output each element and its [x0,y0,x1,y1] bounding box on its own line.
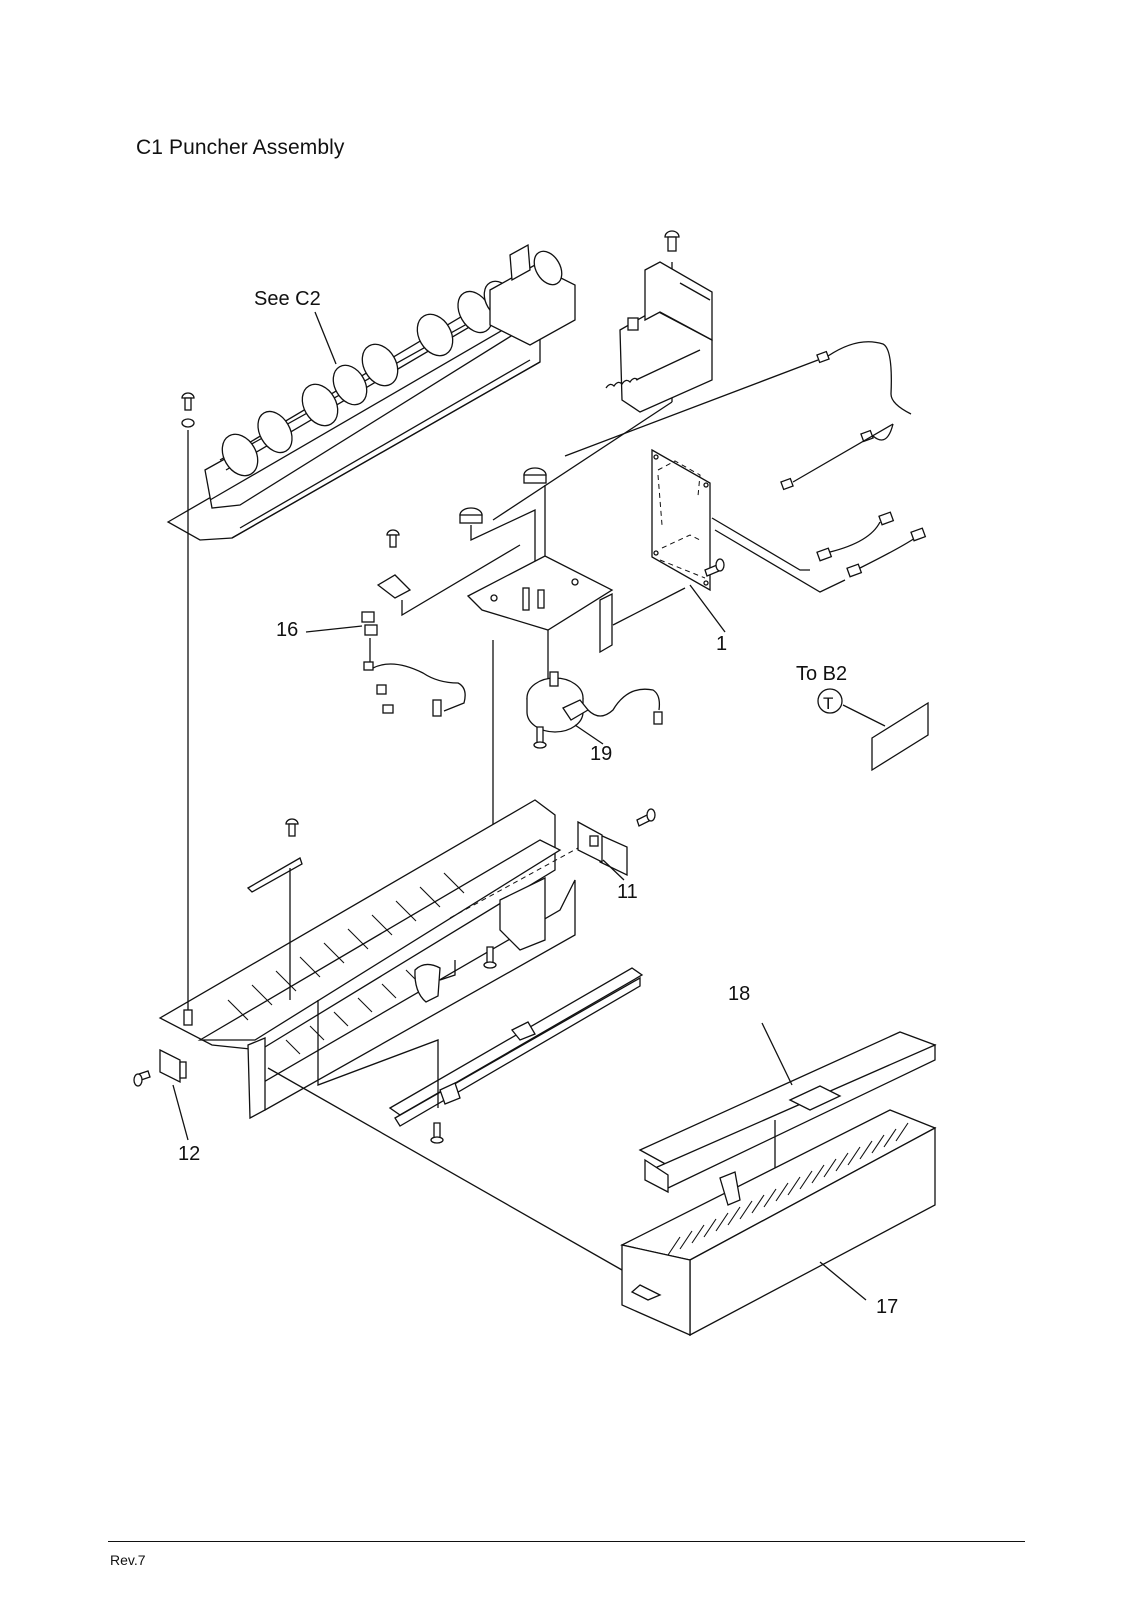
screw [181,392,195,428]
cam [414,963,441,1003]
motor [526,671,663,749]
reference-symbol-circle [817,688,843,714]
footer-rule [108,1541,1025,1542]
punch-unit [492,230,713,521]
page-title: C1 Puncher Assembly [136,136,345,159]
control-board [651,448,725,592]
gear-bracket [459,467,614,840]
callout-12: 11 [617,881,638,903]
callout-18: 18 [728,983,750,1005]
cover [638,1031,937,1230]
callout-1: 1 [716,633,727,655]
sensor-bracket [361,529,521,717]
main-frame [158,520,576,1120]
sensor-board [449,808,656,919]
callout-19: 19 [590,743,612,765]
footer-revision: Rev.7 [110,1552,146,1568]
roller-assembly [166,243,576,541]
slide-rail [317,967,644,1144]
callout-11: 12 [178,1143,200,1165]
bracket [133,1048,187,1087]
callout-17: 17 [876,1296,898,1318]
wire-harness [564,341,927,593]
callout-16: 16 [276,619,298,641]
to-b2-symbol: T [823,694,833,713]
gear [459,467,547,524]
to-b2-reference: To B2 [796,663,847,685]
punch-tray [620,1109,937,1337]
label-sheet [871,701,929,772]
see-c2-reference: See C2 [254,288,321,310]
